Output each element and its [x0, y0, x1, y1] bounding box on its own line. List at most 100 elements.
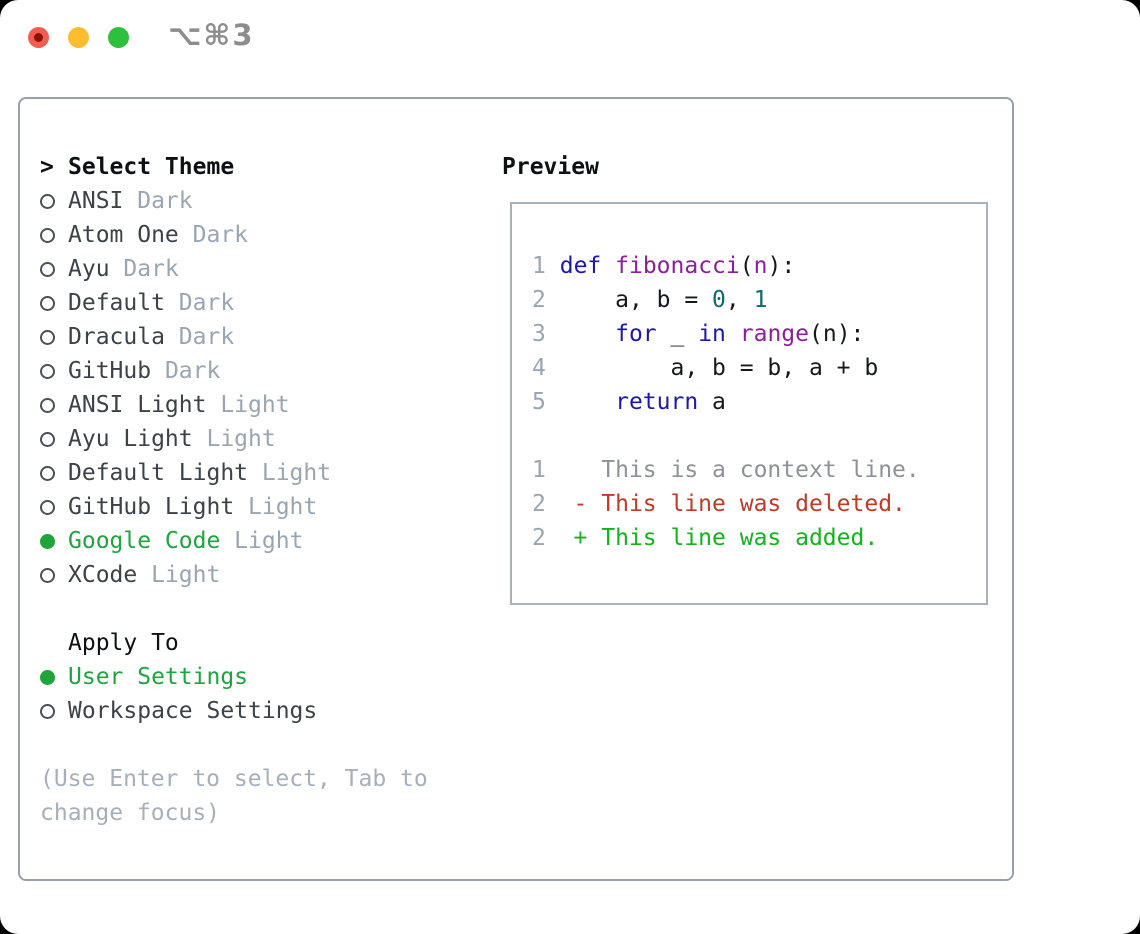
- theme-variant-label: Dark: [178, 222, 249, 248]
- diff-line-context: 1 This is a context line.: [532, 453, 986, 487]
- line-number: 2: [532, 525, 546, 551]
- code-token: [601, 253, 615, 279]
- option-label: Default: [68, 290, 165, 316]
- theme-option-ayu[interactable]: Ayu Dark: [40, 252, 428, 286]
- apply-option-workspace-settings[interactable]: Workspace Settings: [40, 694, 428, 728]
- code-token: [546, 321, 615, 347]
- code-token: range: [739, 321, 810, 347]
- theme-option-xcode[interactable]: XCode Light: [40, 558, 428, 592]
- diff-line-deleted: 2 - This line was deleted.: [532, 487, 986, 521]
- line-number: 4: [532, 355, 546, 381]
- line-number: 1: [532, 457, 546, 483]
- radio-icon: [40, 329, 55, 345]
- option-label: User Settings: [68, 664, 249, 690]
- code-token: [726, 321, 740, 347]
- radio-icon: [40, 295, 55, 311]
- titlebar-traffic-lights: [28, 27, 129, 48]
- code-token: n: [753, 253, 768, 279]
- radio-icon: [40, 363, 55, 379]
- code-token: return: [615, 389, 699, 415]
- prompt-caret: >: [40, 154, 54, 180]
- code-line: 5 return a: [532, 385, 986, 419]
- theme-option-github-light[interactable]: GitHub Light Light: [40, 490, 428, 524]
- theme-variant-label: Dark: [164, 290, 235, 316]
- code-token: [546, 253, 560, 279]
- theme-option-ayu-light[interactable]: Ayu Light Light: [40, 422, 428, 456]
- hint-line-2: change focus): [40, 800, 221, 826]
- code-line: 2 a, b = 0, 1: [532, 283, 986, 317]
- radio-selected-icon: [40, 533, 55, 549]
- diff-text: This is a context line.: [545, 457, 920, 483]
- option-label: GitHub: [68, 358, 152, 384]
- radio-icon: [40, 227, 55, 243]
- radio-icon: [40, 397, 55, 413]
- option-label: XCode: [68, 562, 138, 588]
- diff-line-added: 2 + This line was added.: [532, 521, 986, 555]
- code-token: for: [615, 321, 657, 347]
- theme-option-dracula[interactable]: Dracula Dark: [40, 320, 428, 354]
- diff-text: - This line was deleted.: [545, 491, 906, 517]
- code-token: (: [739, 253, 754, 279]
- option-label: ANSI Light: [68, 392, 207, 418]
- line-number: 3: [532, 321, 546, 347]
- code-token: in: [698, 321, 726, 347]
- code-token: 0: [712, 287, 726, 313]
- theme-option-default[interactable]: Default Dark: [40, 286, 428, 320]
- radio-icon: [40, 567, 55, 583]
- apply-to-title: Apply To: [68, 630, 179, 656]
- preview-header: Preview: [502, 154, 599, 180]
- option-label: Ayu: [68, 256, 110, 282]
- line-number: 5: [532, 389, 546, 415]
- theme-variant-label: Light: [234, 494, 318, 520]
- code-token: a, b =: [545, 287, 713, 313]
- code-token: a, b = b, a + b: [545, 355, 879, 381]
- theme-variant-label: Light: [220, 528, 304, 554]
- close-button[interactable]: [28, 27, 49, 48]
- radio-icon: [40, 465, 55, 481]
- spacer: [40, 592, 428, 626]
- theme-variant-label: Light: [192, 426, 276, 452]
- diff-preview: 1 This is a context line.2 - This line w…: [532, 453, 986, 555]
- code-token: fibonacci: [615, 253, 740, 279]
- radio-icon: [40, 193, 55, 209]
- theme-option-google-code[interactable]: Google Code Light: [40, 524, 428, 558]
- option-label: Workspace Settings: [68, 698, 318, 724]
- theme-variant-label: Light: [206, 392, 290, 418]
- apply-to-header: Apply To: [40, 626, 428, 660]
- theme-variant-label: Dark: [109, 256, 179, 282]
- line-number: 1: [532, 253, 546, 279]
- option-label: Dracula: [68, 324, 165, 350]
- code-token: (n):: [809, 321, 865, 347]
- theme-option-ansi[interactable]: ANSI Dark: [40, 184, 428, 218]
- minimize-button[interactable]: [68, 27, 89, 48]
- code-token: 1: [753, 287, 768, 313]
- code-token: a: [698, 389, 726, 415]
- option-label: Ayu Light: [68, 426, 193, 452]
- zoom-button[interactable]: [108, 27, 129, 48]
- window-shortcut-label: ⌥⌘3: [168, 18, 255, 52]
- line-number: 2: [532, 491, 546, 517]
- theme-variant-label: Light: [248, 460, 332, 486]
- apply-option-user-settings[interactable]: User Settings: [40, 660, 428, 694]
- theme-option-atom-one[interactable]: Atom One Dark: [40, 218, 428, 252]
- option-label: Google Code: [68, 528, 221, 554]
- line-number: 2: [532, 287, 546, 313]
- spacer: [40, 728, 428, 762]
- radio-icon: [40, 703, 55, 719]
- theme-option-github[interactable]: GitHub Dark: [40, 354, 428, 388]
- code-token: _: [656, 321, 699, 347]
- theme-option-default-light[interactable]: Default Light Light: [40, 456, 428, 490]
- close-inner-dot-icon: [34, 33, 43, 42]
- select-theme-header: > Select Theme: [40, 150, 428, 184]
- code-token: def: [559, 253, 602, 279]
- code-line: 1 def fibonacci(n):: [532, 249, 986, 283]
- theme-variant-label: Dark: [123, 188, 193, 214]
- theme-option-ansi-light[interactable]: ANSI Light Light: [40, 388, 428, 422]
- code-token: ):: [767, 253, 796, 279]
